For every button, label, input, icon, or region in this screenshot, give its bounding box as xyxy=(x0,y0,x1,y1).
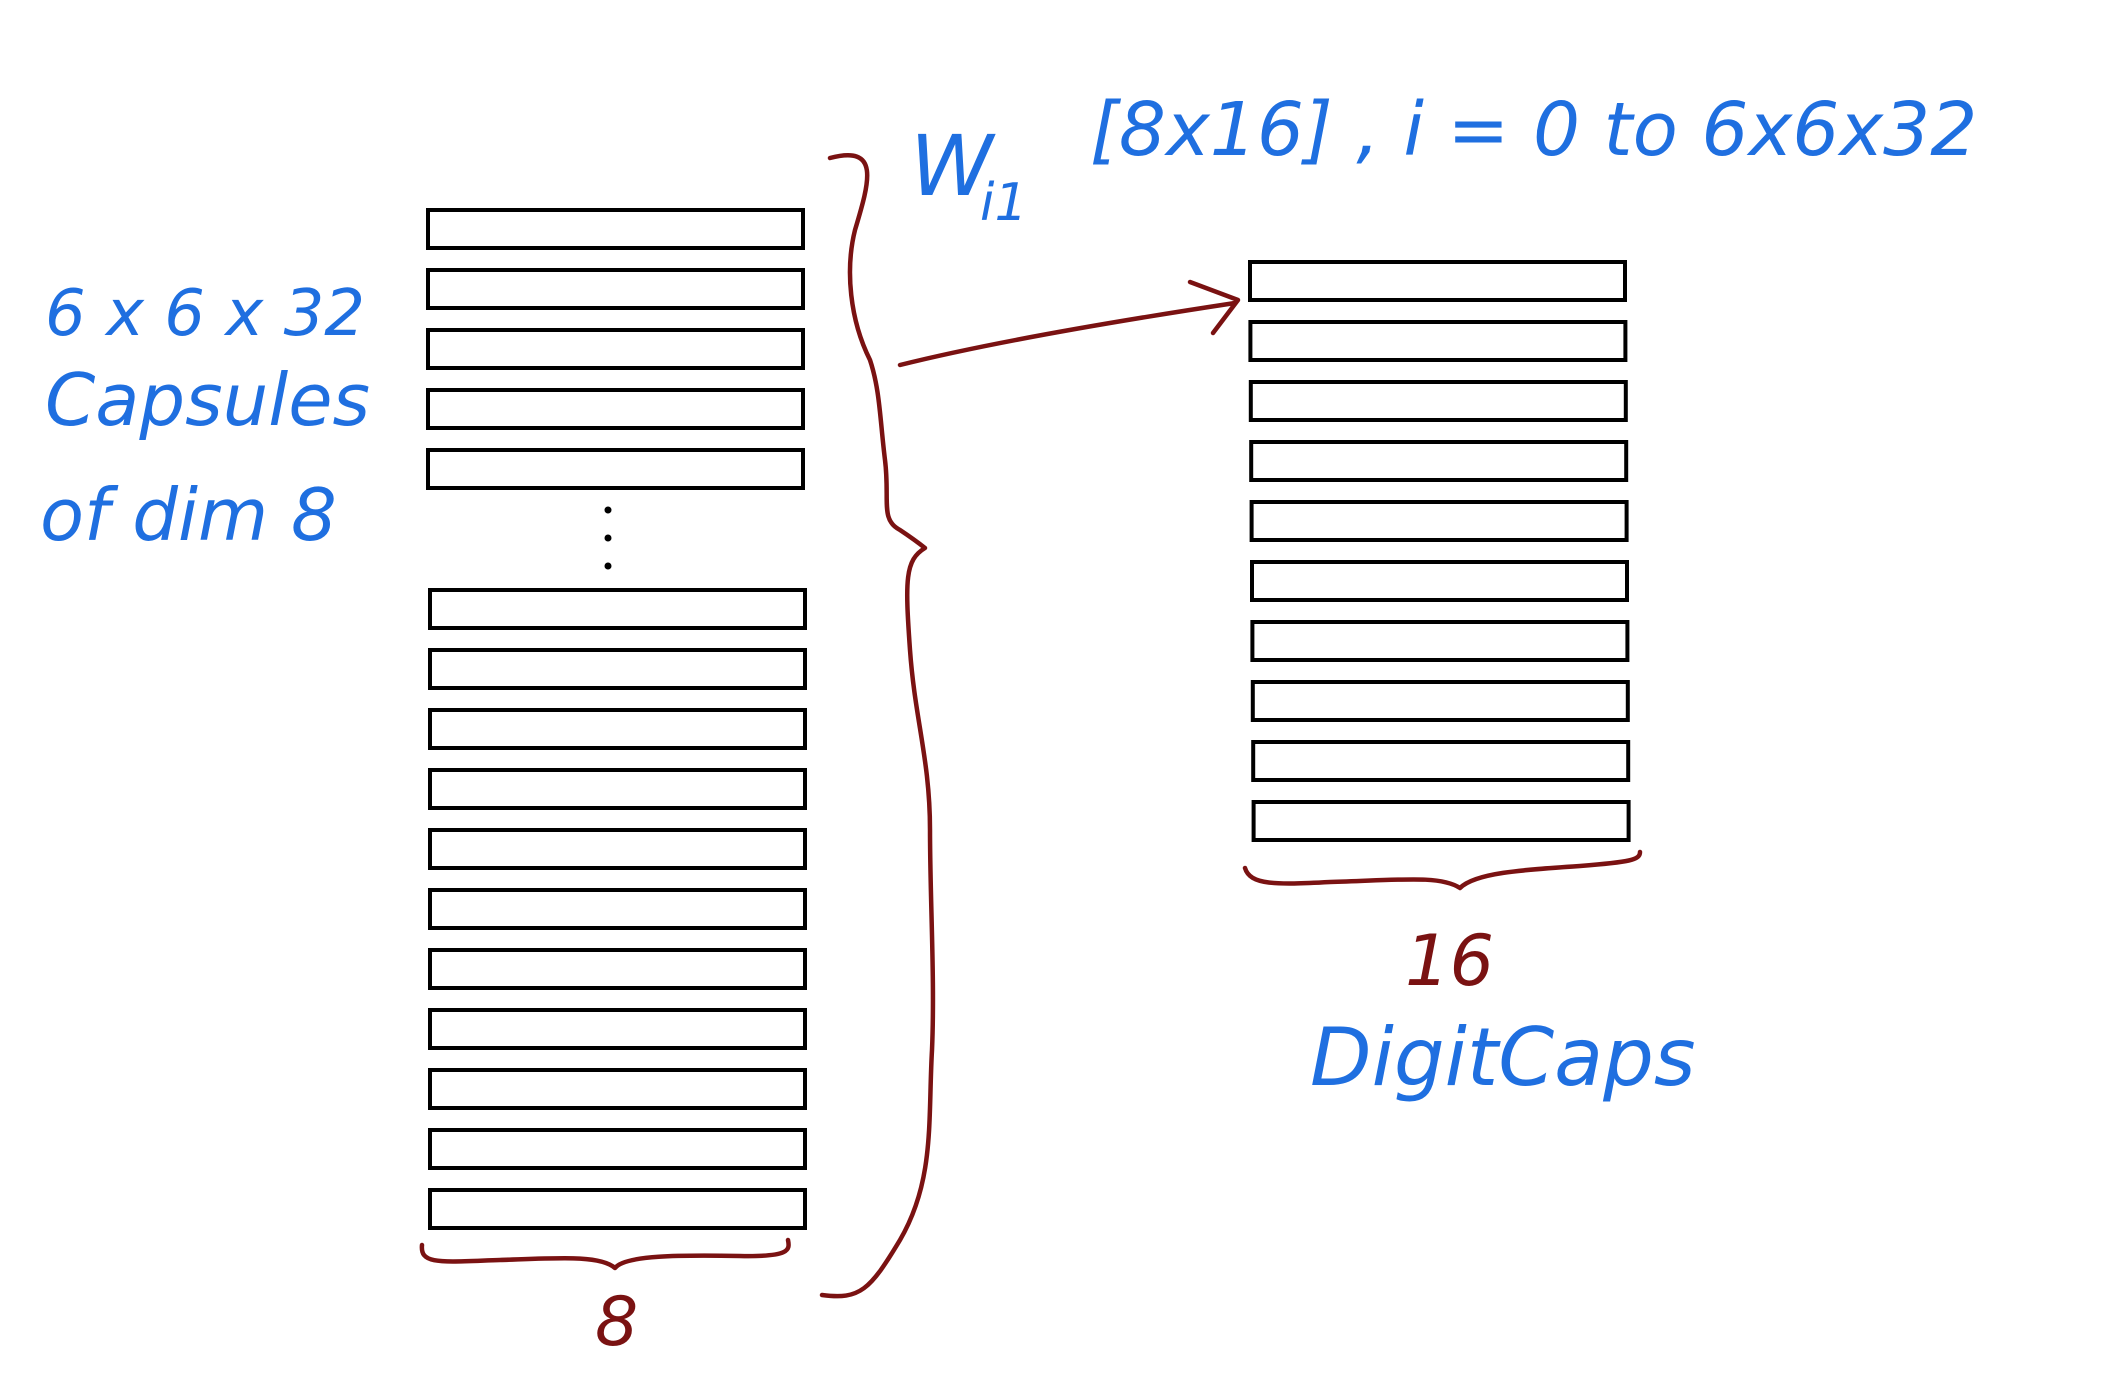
primary-capsule xyxy=(428,648,807,690)
primary-capsule xyxy=(426,448,805,490)
ellipsis-dots xyxy=(604,506,612,570)
primary-width-label: 8 xyxy=(595,1283,638,1362)
primary-capsule xyxy=(428,1188,807,1230)
primary-capsule xyxy=(426,268,805,310)
primary-capsule xyxy=(428,708,807,750)
digit-capsule xyxy=(1251,740,1631,782)
primary-caps-label-line1: 6 x 6 x 32 xyxy=(45,277,365,351)
primary-caps-label-line3: of dim 8 xyxy=(40,473,337,557)
digit-capsule xyxy=(1251,800,1631,842)
digit-caps-label: DigitCaps xyxy=(1310,1011,1696,1104)
primary-capsule xyxy=(426,328,805,370)
primary-capsules-group xyxy=(426,208,807,1230)
digit-capsule xyxy=(1249,440,1629,482)
transform-arrow-head xyxy=(1187,279,1241,336)
primary-capsule xyxy=(428,768,807,810)
ellipsis-dot xyxy=(604,506,612,514)
digit-capsule xyxy=(1248,260,1627,302)
ellipsis-dot xyxy=(604,534,612,542)
primary-stack-brace xyxy=(819,153,936,1299)
digit-width-label: 16 xyxy=(1405,920,1494,1002)
ellipsis-dot xyxy=(604,562,612,570)
primary-capsule xyxy=(428,1068,807,1110)
digit-width-brace xyxy=(1242,849,1643,891)
digit-capsule xyxy=(1248,380,1628,422)
digit-capsule xyxy=(1250,680,1630,722)
digit-capsule xyxy=(1249,500,1629,542)
primary-capsule xyxy=(428,888,807,930)
digit-capsules-group xyxy=(1248,260,1631,842)
primary-capsule xyxy=(428,1008,807,1050)
weight-subscript: i1 xyxy=(980,173,1028,233)
weight-symbol: W xyxy=(910,117,996,215)
digit-capsule xyxy=(1248,320,1628,362)
primary-capsule xyxy=(428,948,807,990)
primary-capsule xyxy=(428,828,807,870)
primary-capsule xyxy=(426,388,805,430)
primary-capsule xyxy=(426,208,805,250)
transform-arrow xyxy=(897,300,1238,368)
digit-capsule xyxy=(1250,560,1629,602)
weight-description: [8x16] , i = 0 to 6x6x32 xyxy=(1090,87,1977,173)
primary-caps-label-line2: Capsules xyxy=(45,358,370,442)
primary-capsule xyxy=(428,588,807,630)
digit-capsule xyxy=(1250,620,1630,662)
primary-width-brace xyxy=(419,1237,791,1271)
primary-capsule xyxy=(428,1128,807,1170)
